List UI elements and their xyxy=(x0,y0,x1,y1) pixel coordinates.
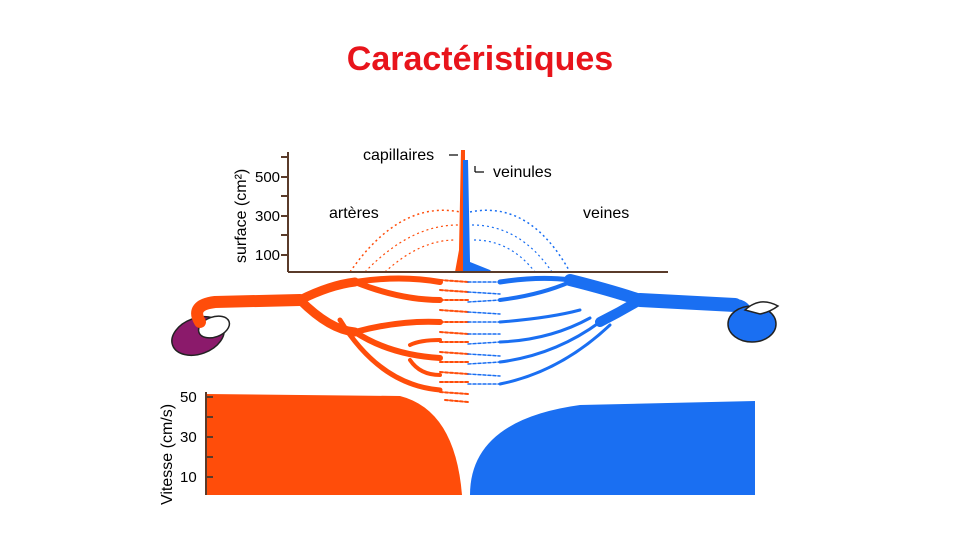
label-capillaires: capillaires xyxy=(363,147,434,164)
velocity-chart: 50 30 10 Vitesse (cm/s) xyxy=(159,389,755,505)
velocity-axis-title: Vitesse (cm/s) xyxy=(159,404,176,505)
label-arteres: artères xyxy=(329,205,379,222)
surface-axis-title: surface (cm²) xyxy=(233,169,250,263)
surface-chart: 500 300 100 surface (cm²) capillaires ve… xyxy=(233,147,668,273)
surface-tick-300: 300 xyxy=(255,208,280,225)
arterial-surface-curve-3 xyxy=(384,239,456,273)
page-title: Caractéristiques xyxy=(346,40,614,78)
velocity-tick-10: 10 xyxy=(180,469,197,486)
arterial-surface-curve-2 xyxy=(364,224,459,273)
venous-surface-curve-3 xyxy=(473,239,536,273)
surface-tick-500: 500 xyxy=(255,169,280,186)
capillary-peak xyxy=(455,150,465,272)
label-veinules: veinules xyxy=(493,164,552,181)
arterial-velocity-area xyxy=(206,394,462,495)
velocity-tick-30: 30 xyxy=(180,429,197,446)
venous-velocity-area xyxy=(470,401,755,495)
surface-tick-100: 100 xyxy=(255,247,280,264)
veinule-peak xyxy=(463,160,492,272)
label-veines: veines xyxy=(583,205,629,222)
velocity-tick-50: 50 xyxy=(180,389,197,406)
venous-surface-curve-2 xyxy=(471,224,553,273)
vessel-tree xyxy=(171,274,780,403)
